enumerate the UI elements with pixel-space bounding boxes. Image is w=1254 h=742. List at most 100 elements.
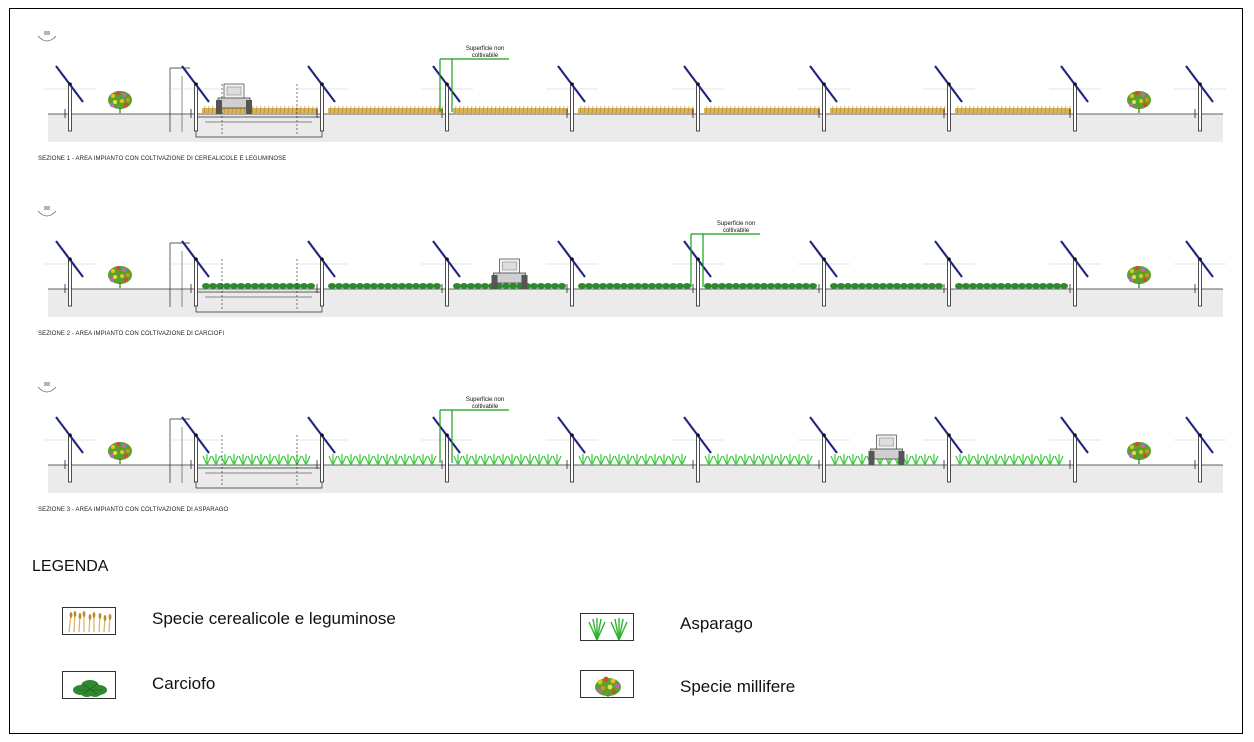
tracker-pile [320, 434, 324, 483]
cereali-crop-row [328, 105, 444, 115]
legend-label-asparago: Asparago [680, 614, 753, 633]
solar-tracker [923, 240, 975, 307]
cereali-crop-row [704, 105, 820, 115]
solar-tracker [1049, 416, 1101, 483]
solar-tracker [1174, 65, 1226, 132]
tracker-pile [68, 434, 72, 483]
asparago-crop-row [830, 454, 939, 466]
solar-tracker [1174, 416, 1226, 483]
tracker-pile [947, 83, 951, 132]
tracker-pile [1198, 83, 1202, 132]
tracker-pile [947, 434, 951, 483]
tractor [491, 258, 528, 289]
north-arrow-icon [37, 206, 57, 217]
solar-tracker [44, 240, 96, 307]
solar-tracker [421, 240, 473, 307]
solar-tracker [421, 416, 473, 483]
carciofo-crop-row [202, 283, 315, 289]
solar-tracker [44, 416, 96, 483]
section-1-caption: SEZIONE 1 - AREA IMPIANTO CON COLTIVAZIO… [38, 156, 287, 162]
legend-label-cereali: Specie cerealicole e leguminose [152, 609, 396, 628]
asparago-crop-row [328, 454, 437, 466]
flower-bush [108, 91, 132, 113]
tracker-pile [696, 83, 700, 132]
ground [48, 114, 1223, 142]
north-arrow-icon [37, 31, 57, 42]
tracker-pile [570, 258, 574, 307]
solar-tracker [1049, 65, 1101, 132]
solar-tracker [1049, 240, 1101, 307]
ground [48, 289, 1223, 317]
flower-bush [108, 442, 132, 464]
carciofo-crop-row [955, 283, 1068, 289]
cereali-crop-row [453, 105, 569, 115]
callout-label-line1: Superficie non [466, 46, 504, 52]
asparago-crop-row [202, 454, 311, 466]
tractor [216, 83, 252, 114]
solar-tracker [296, 416, 348, 483]
asparago-crop-row [704, 454, 813, 466]
tracker-pile [947, 258, 951, 307]
solar-tracker [296, 240, 348, 307]
solar-tracker [798, 65, 850, 132]
solar-tracker [923, 416, 975, 483]
tracker-pile [1198, 258, 1202, 307]
tracker-pile [445, 434, 449, 483]
tracker-pile [320, 258, 324, 307]
tracker-pile [570, 434, 574, 483]
tracker-pile [696, 258, 700, 307]
tracker-pile [320, 83, 324, 132]
solar-tracker [672, 65, 724, 132]
carciofo-crop-row [328, 283, 441, 289]
tracker-pile [1073, 83, 1077, 132]
carciofo-crop-row [453, 283, 566, 289]
tracker-pile [822, 434, 826, 483]
tractor [868, 434, 905, 465]
cereali-crop-row [830, 105, 946, 115]
callout-label-line2: coltivabile [472, 404, 499, 410]
legend-label-carciofo: Carciofo [152, 674, 216, 693]
solar-tracker [296, 65, 348, 132]
tracker-pile [194, 83, 198, 132]
solar-tracker [1174, 240, 1226, 307]
solar-tracker [44, 65, 96, 132]
solar-tracker [798, 240, 850, 307]
asparagus-icon [580, 613, 634, 641]
tracker-pile [445, 83, 449, 132]
tracker-pile [194, 258, 198, 307]
callout-label-line1: Superficie non [717, 221, 755, 227]
tracker-pile [445, 258, 449, 307]
solar-tracker [546, 65, 598, 132]
tracker-pile [1198, 434, 1202, 483]
cereali-crop-row [578, 105, 694, 115]
artichoke-icon [62, 671, 116, 699]
tracker-pile [68, 83, 72, 132]
ground [48, 465, 1223, 493]
solar-tracker [798, 416, 850, 483]
solar-tracker [170, 65, 222, 132]
flower-bush [108, 266, 132, 288]
asparago-crop-row [578, 454, 687, 466]
solar-tracker [546, 416, 598, 483]
asparago-crop-row [453, 454, 562, 466]
tracker-pile [194, 434, 198, 483]
tracker-pile [570, 83, 574, 132]
solar-tracker [546, 240, 598, 307]
carciofo-crop-row [704, 283, 817, 289]
callout-label-line2: coltivabile [472, 53, 499, 59]
flower-bush [1127, 91, 1151, 113]
north-arrow-icon [37, 382, 57, 393]
solar-tracker [421, 65, 473, 132]
solar-tracker [672, 240, 724, 307]
tracker-pile [1073, 434, 1077, 483]
wheat-icon [62, 607, 116, 635]
legend-title: LEGENDA [32, 558, 109, 575]
cereali-crop-row [955, 105, 1071, 115]
solar-tracker [170, 240, 222, 307]
